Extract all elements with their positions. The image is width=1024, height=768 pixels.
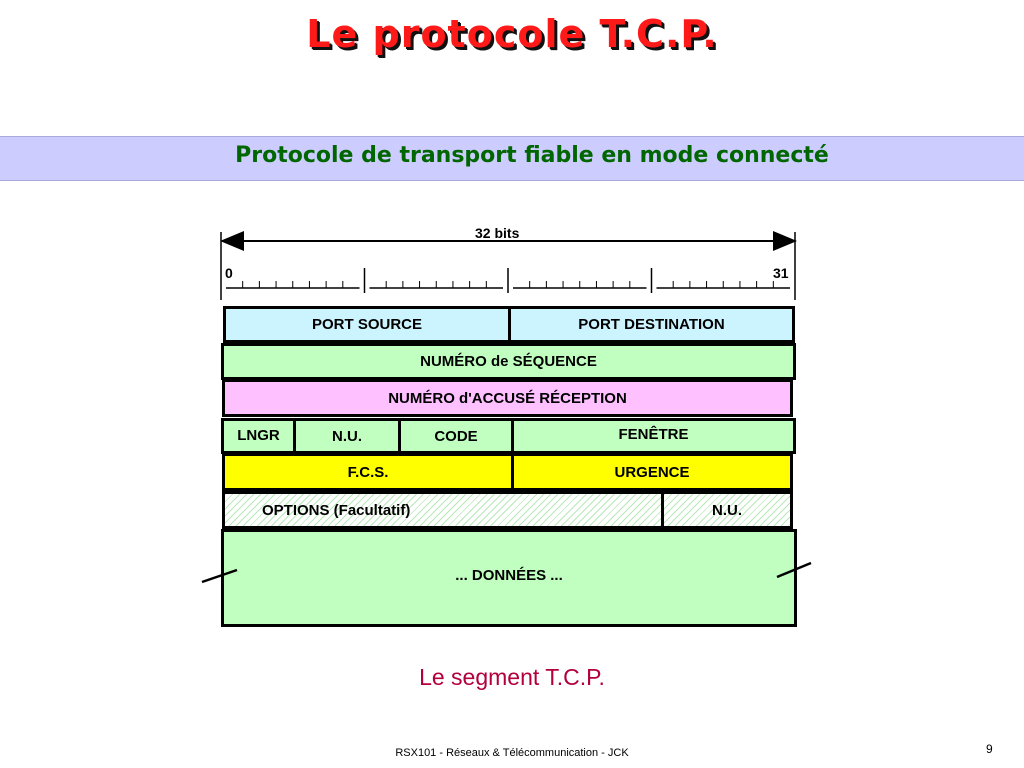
slide-title: Le protocole T.C.P. [306, 12, 718, 56]
port-destination-label: PORT DESTINATION [578, 316, 725, 333]
field-checksum: F.C.S. [222, 453, 514, 491]
code-label: CODE [434, 427, 478, 445]
footer-text: RSX101 - Réseaux & Télécommunication - J… [395, 747, 629, 759]
options-label: OPTIONS (Facultatif) [262, 501, 411, 519]
page-number: 9 [986, 742, 993, 756]
field-header-length: LNGR [221, 418, 296, 454]
field-sequence-number: NUMÉRO de SÉQUENCE [221, 343, 796, 380]
checksum-label: F.C.S. [347, 463, 389, 481]
bit-start-label: 0 [225, 265, 233, 281]
bit-end-label: 31 [773, 265, 789, 281]
reserved-label: N.U. [332, 427, 362, 445]
port-source-label: PORT SOURCE [311, 316, 422, 333]
field-window: FENÊTRE [511, 418, 796, 454]
bits-width-label: 32 bits [475, 225, 520, 241]
sequence-number-label: NUMÉRO de SÉQUENCE [420, 353, 597, 370]
data-label: ... DONNÉES ... [455, 567, 563, 584]
ruler-ticks [226, 268, 790, 293]
slide-subtitle: Protocole de transport fiable en mode co… [235, 143, 829, 168]
field-ack-number: NUMÉRO d'ACCUSÉ RÉCEPTION [222, 379, 793, 417]
subtitle-band [0, 136, 1024, 181]
header-length-label: LNGR [237, 427, 280, 444]
field-urgent: URGENCE [511, 453, 793, 491]
field-data: ... DONNÉES ... [221, 529, 797, 627]
field-port-destination: PORT DESTINATION [508, 306, 795, 343]
field-code: CODE [398, 418, 514, 454]
ack-number-label: NUMÉRO d'ACCUSÉ RÉCEPTION [388, 389, 627, 407]
window-label: FENÊTRE [618, 426, 689, 443]
field-padding: N.U. [661, 491, 793, 529]
urgent-label: URGENCE [614, 463, 690, 481]
field-options: OPTIONS (Facultatif) [222, 491, 664, 529]
padding-label: N.U. [712, 501, 742, 519]
field-reserved: N.U. [293, 418, 401, 454]
field-port-source: PORT SOURCE [223, 306, 511, 343]
diagram-caption: Le segment T.C.P. [419, 664, 605, 690]
